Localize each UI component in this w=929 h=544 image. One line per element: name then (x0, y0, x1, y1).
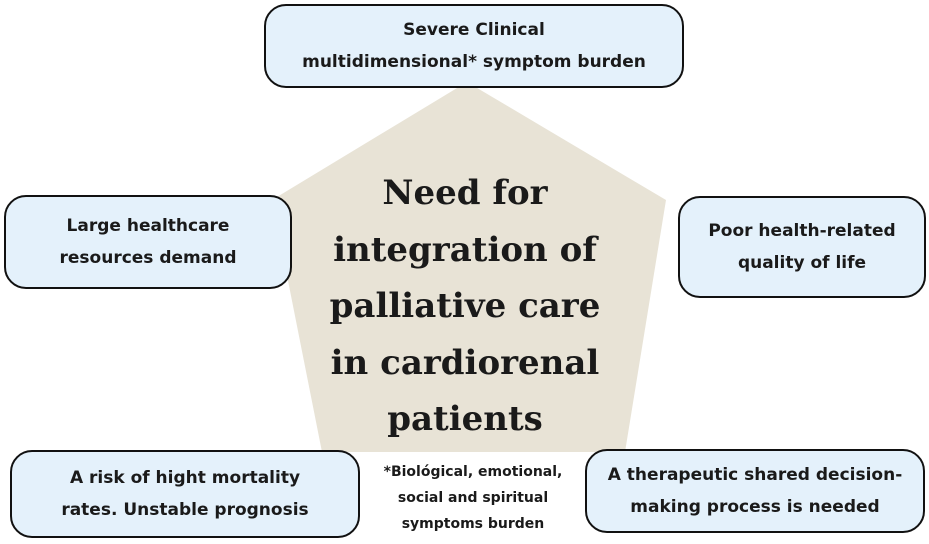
mortality-risk-line-1: A risk of hight mortality (69, 468, 301, 488)
footnote-line-2: social and spiritual (397, 490, 549, 506)
quality-of-life-line-2: quality of life (737, 253, 867, 273)
center-line-5: patients (387, 399, 543, 439)
pentagon-shape (272, 82, 666, 452)
healthcare-resources-line-1: Large healthcare (66, 216, 230, 236)
symptom-burden-line-1: Severe Clinical (403, 20, 545, 40)
symptom-burden-box: Severe Clinical multidimensional* sympto… (264, 4, 684, 88)
center-line-2: integration of (333, 229, 597, 270)
center-line-3: palliative care (329, 286, 601, 326)
central-concept-text: Need for integration of palliative care … (300, 165, 630, 448)
symptom-burden-line-2: multidimensional* symptom burden (302, 52, 646, 72)
center-line-1: Need for (382, 173, 548, 213)
healthcare-resources-box: Large healthcare resources demand (4, 195, 292, 289)
shared-decision-line-1: A therapeutic shared decision- (607, 465, 903, 485)
quality-of-life-line-1: Poor health-related (708, 221, 896, 241)
footnote-line-1: *Biológical, emotional, (383, 464, 563, 480)
symptom-footnote: *Biológical, emotional, social and spiri… (368, 459, 578, 537)
mortality-risk-box: A risk of hight mortality rates. Unstabl… (10, 450, 360, 538)
healthcare-resources-line-2: resources demand (59, 248, 237, 268)
footnote-line-3: symptoms burden (401, 516, 545, 532)
center-line-4: in cardiorenal (330, 342, 600, 383)
shared-decision-line-2: making process is needed (630, 497, 880, 517)
quality-of-life-box: Poor health-related quality of life (678, 196, 926, 298)
mortality-risk-line-2: rates. Unstable prognosis (61, 500, 309, 520)
shared-decision-box: A therapeutic shared decision- making pr… (585, 449, 925, 533)
